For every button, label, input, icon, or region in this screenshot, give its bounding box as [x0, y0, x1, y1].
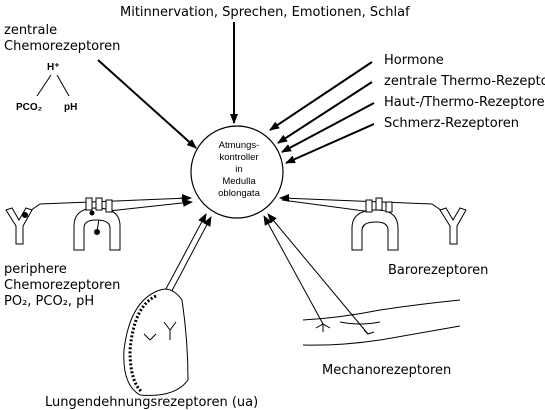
lung-label: Lungendehnungsrezeptoren (ua) — [45, 395, 259, 410]
mechano-limb-drawing — [302, 299, 461, 346]
arrow-lung-2 — [165, 216, 212, 303]
controller-label: Atmungs- kontroller in Medulla oblongata — [198, 140, 280, 200]
right-input-skin-thermo: Haut-/Thermo-Rezeptoren — [384, 95, 545, 110]
controller-line-2: kontroller — [219, 152, 259, 163]
peripheral-label-1: periphere — [4, 262, 67, 277]
controller-line-5: oblongata — [218, 188, 260, 199]
controller-line-4: Medulla — [222, 176, 256, 187]
pco2-label: PCO₂ — [16, 102, 43, 113]
central-chemo-label-2: Chemorezeptoren — [4, 39, 121, 54]
mechano-label: Mechanorezeptoren — [322, 363, 452, 378]
hplus-label: H⁺ — [47, 62, 60, 73]
aortic-arch-left — [73, 197, 121, 251]
right-input-central-thermo: zentrale Thermo-Rezeptoren — [384, 74, 545, 89]
arrow-central-thermo — [277, 81, 373, 144]
central-chemo-label-1: zentrale — [4, 23, 58, 38]
controller-line-1: Atmungs- — [218, 140, 260, 151]
carotid-bifurcation-right — [439, 207, 467, 245]
peripheral-label-3: PO₂, PCO₂, pH — [4, 294, 95, 309]
lung-drawing — [123, 288, 189, 396]
arrow-pain — [285, 123, 375, 164]
ph-label: pH — [64, 102, 78, 113]
controller-line-3: in — [235, 164, 243, 175]
aortic-arch-right — [351, 197, 399, 251]
arrow-skin-thermo — [281, 102, 375, 153]
arrow-mechano-2 — [267, 213, 369, 335]
arrow-hormone — [269, 61, 373, 131]
baro-label: Barorezeptoren — [388, 263, 489, 278]
right-input-hormone: Hormone — [384, 53, 444, 68]
carotid-bifurcation-left — [5, 207, 33, 245]
right-input-pain: Schmerz-Rezeptoren — [384, 116, 520, 131]
peripheral-label-2: Chemorezeptoren — [4, 278, 121, 293]
arrow-lung-1 — [159, 213, 207, 301]
top-input-label: Mitinnervation, Sprechen, Emotionen, Sch… — [120, 5, 410, 20]
controller-circle — [190, 125, 284, 219]
arrow-mechano-1 — [263, 215, 324, 325]
arrow-central-chemo — [97, 59, 197, 149]
